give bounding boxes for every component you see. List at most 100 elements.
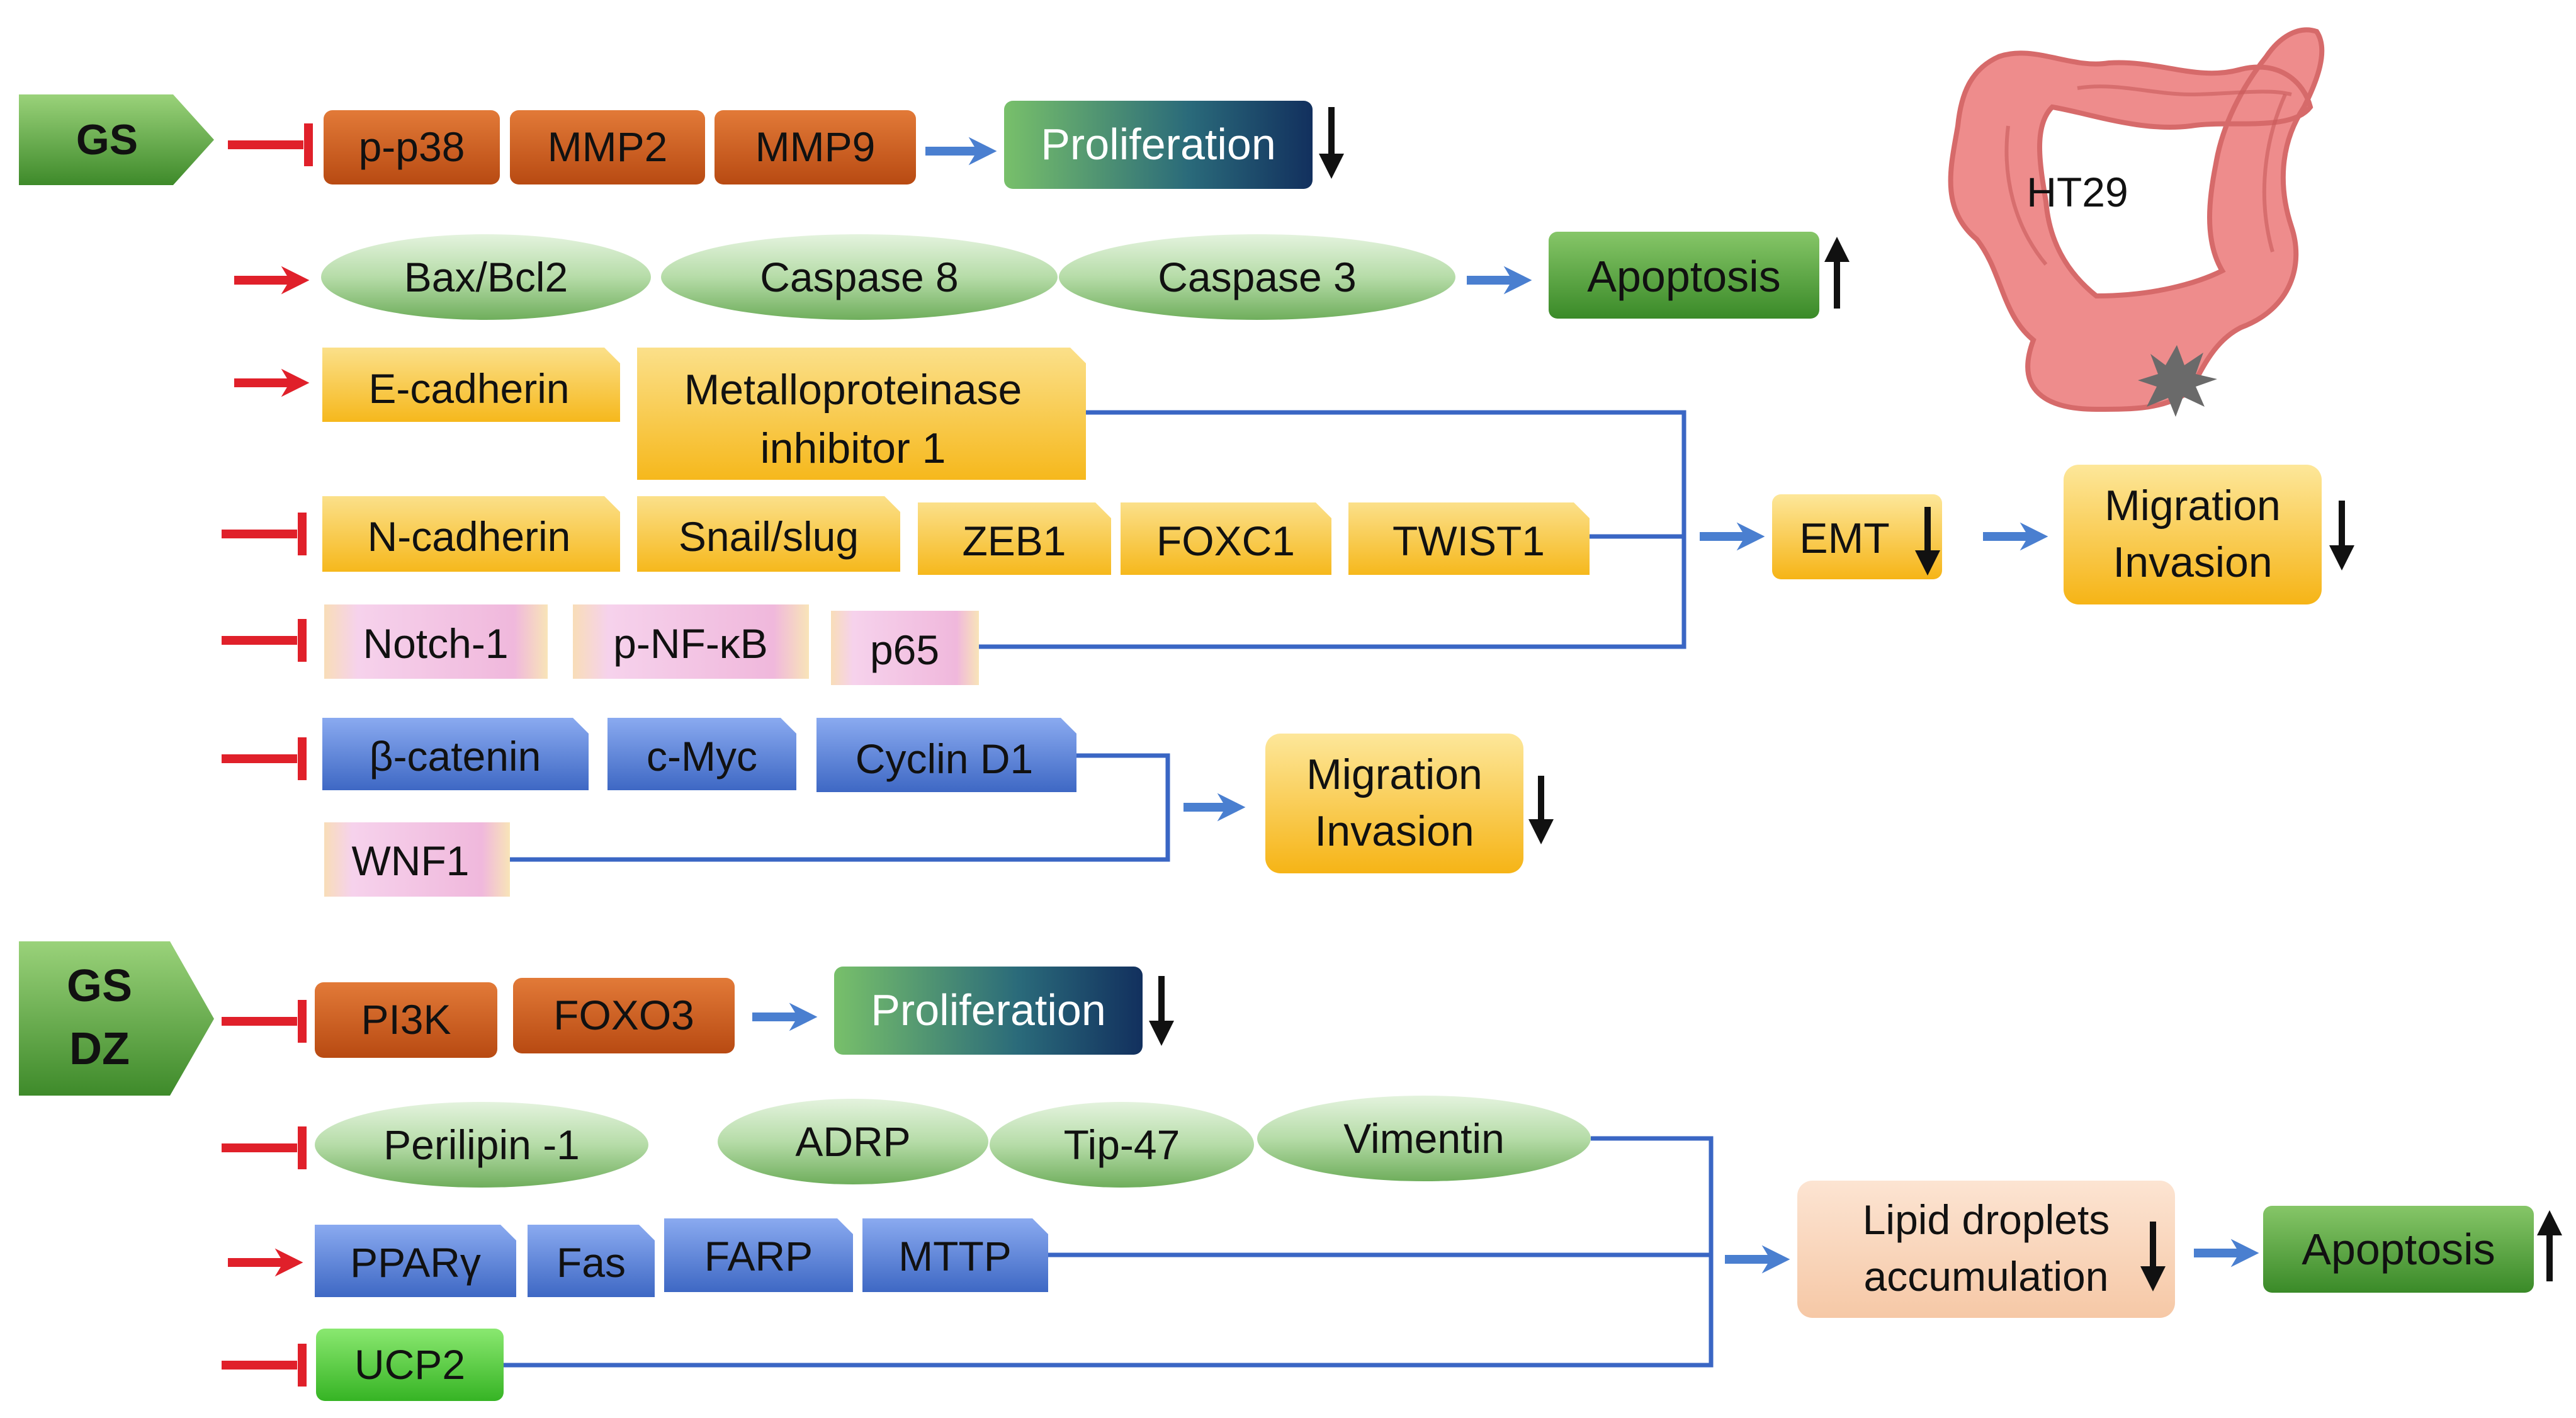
node-notch-1-label: Notch-1: [363, 620, 508, 667]
node-p65: [831, 611, 979, 685]
node-ppar-gamma: [315, 1225, 516, 1297]
row-4: N-cadherin Snail/slug ZEB1 FOXC1 TWIST1: [322, 496, 1590, 575]
node-c-myc-label: c-Myc: [647, 733, 757, 780]
row-9: Perilipin -1 ADRP Tip-47 Vimentin: [315, 1096, 1591, 1188]
inhibit-r5: [222, 619, 307, 662]
node-mmp9-label: MMP9: [755, 123, 876, 170]
group-tag-gsdz: GS DZ: [19, 941, 214, 1096]
node-p-p38: [324, 110, 500, 184]
outcome-proliferation-2-label: Proliferation: [871, 985, 1106, 1035]
node-foxc1-label: FOXC1: [1156, 518, 1295, 564]
node-perilipin-1: [315, 1102, 648, 1188]
inhibit-r6: [222, 737, 307, 780]
outcome-migration-1-line1: Migration: [2104, 482, 2281, 530]
outcome-lipid-line2: accumulation: [1864, 1253, 2109, 1300]
node-mmp2-label: MMP2: [548, 123, 668, 170]
node-bax-bcl2-label: Bax/Bcl2: [404, 254, 568, 300]
node-foxo3: [513, 978, 735, 1053]
node-timp1-line2: inhibitor 1: [760, 424, 946, 472]
node-caspase-8: [661, 234, 1058, 320]
node-bax-bcl2: [321, 234, 651, 320]
outcome-emt: EMT: [1772, 494, 1942, 579]
outcome-migration-2-line1: Migration: [1306, 751, 1483, 798]
node-beta-catenin-label: β-catenin: [370, 733, 541, 780]
node-p65-label: p65: [870, 627, 939, 673]
node-n-cadherin: [322, 496, 620, 572]
outcome-apoptosis-1: [1549, 232, 1819, 319]
node-pi3k: [315, 982, 497, 1058]
node-perilipin-1-label: Perilipin -1: [383, 1121, 580, 1168]
outcome-lipid-droplets: Lipid droplets accumulation: [1797, 1181, 2175, 1318]
node-cyclin-d1: [816, 718, 1076, 792]
node-fas: [528, 1225, 655, 1297]
inhibition-symbols: [222, 123, 313, 1387]
node-beta-catenin: [322, 718, 589, 790]
node-foxc1: [1121, 502, 1331, 575]
node-mttp: [862, 1218, 1048, 1292]
node-ppar-gamma-label: PPARγ: [350, 1239, 481, 1286]
node-snail-slug: [637, 496, 900, 572]
node-adrp-label: ADRP: [795, 1118, 910, 1165]
colon-illustration: HT29: [1948, 27, 2325, 417]
outcome-migration-2-line2: Invasion: [1314, 807, 1474, 855]
node-p-nf-kb-label: p-NF-κB: [613, 620, 768, 667]
row-5: Notch-1 p-NF-κB p65: [324, 604, 979, 685]
node-pi3k-label: PI3K: [361, 996, 451, 1043]
node-timp1-line1: Metalloproteinase: [684, 366, 1022, 414]
wnt-connectors: [510, 753, 1170, 862]
activation-arrows: [228, 266, 310, 1277]
outcome-proliferation-1-label: Proliferation: [1041, 120, 1276, 169]
node-n-cadherin-label: N-cadherin: [368, 513, 571, 560]
row-6: β-catenin c-Myc Cyclin D1: [322, 718, 1076, 792]
node-cyclin-d1-label: Cyclin D1: [856, 735, 1033, 782]
outcome-migration-2: Migration Invasion: [1265, 734, 1523, 873]
group-gsdz-line2: DZ: [69, 1024, 130, 1074]
node-twist1: [1348, 502, 1590, 575]
node-timp1: [637, 348, 1086, 480]
node-notch-1: [324, 604, 548, 679]
node-fas-label: Fas: [556, 1239, 626, 1286]
node-foxo3-label: FOXO3: [553, 992, 694, 1038]
node-vimentin-label: Vimentin: [1343, 1115, 1505, 1162]
node-farp-label: FARP: [704, 1233, 813, 1279]
inhibit-r4: [222, 513, 307, 555]
node-tip-47: [990, 1102, 1254, 1188]
group-tag-gs: GS: [19, 94, 214, 185]
outcome-apoptosis-1-label: Apoptosis: [1587, 252, 1780, 301]
inhibit-r1: [228, 123, 313, 166]
node-e-cadherin: [322, 348, 620, 422]
node-zeb1-label: ZEB1: [962, 518, 1066, 564]
row-7: WNF1: [324, 822, 510, 897]
row-1: p-p38 MMP2 MMP9 Proliferation: [324, 101, 1344, 189]
node-mmp2: [510, 110, 705, 184]
node-adrp: [718, 1099, 988, 1184]
node-ucp2: [316, 1329, 504, 1401]
row-2: Bax/Bcl2 Caspase 8 Caspase 3 Apoptosis: [321, 232, 1850, 320]
inhibit-r9: [222, 1126, 307, 1169]
node-caspase-3-label: Caspase 3: [1158, 254, 1357, 300]
node-caspase-3: [1059, 234, 1455, 320]
lipid-connectors: [504, 1136, 1714, 1368]
node-wnf1: [324, 822, 510, 897]
outcome-migration-1-line2: Invasion: [2113, 538, 2272, 586]
outcome-apoptosis-2: Apoptosis: [2263, 1206, 2534, 1293]
node-caspase-8-label: Caspase 8: [760, 254, 959, 300]
outcome-apoptosis-2-label: Apoptosis: [2302, 1225, 2495, 1274]
node-mttp-label: MTTP: [898, 1233, 1012, 1279]
outcome-lipid-line1: Lipid droplets: [1863, 1196, 2110, 1243]
node-p-p38-label: p-p38: [359, 123, 465, 170]
inhibit-r11: [222, 1344, 307, 1387]
group-gsdz-line1: GS: [67, 961, 132, 1011]
row-10: PPARγ Fas FARP MTTP: [315, 1218, 1048, 1297]
tumor-icon: [2138, 345, 2217, 417]
node-tip-47-label: Tip-47: [1064, 1121, 1180, 1168]
cell-line-label: HT29: [2026, 169, 2128, 215]
inhibit-r8: [222, 1000, 307, 1043]
row-3: E-cadherin Metalloproteinase inhibitor 1: [322, 348, 1086, 480]
node-snail-slug-label: Snail/slug: [679, 513, 859, 560]
outcome-proliferation-2: [834, 967, 1143, 1055]
outcome-proliferation-1: [1004, 101, 1313, 189]
node-e-cadherin-label: E-cadherin: [368, 365, 569, 412]
row-11: UCP2: [316, 1329, 504, 1401]
